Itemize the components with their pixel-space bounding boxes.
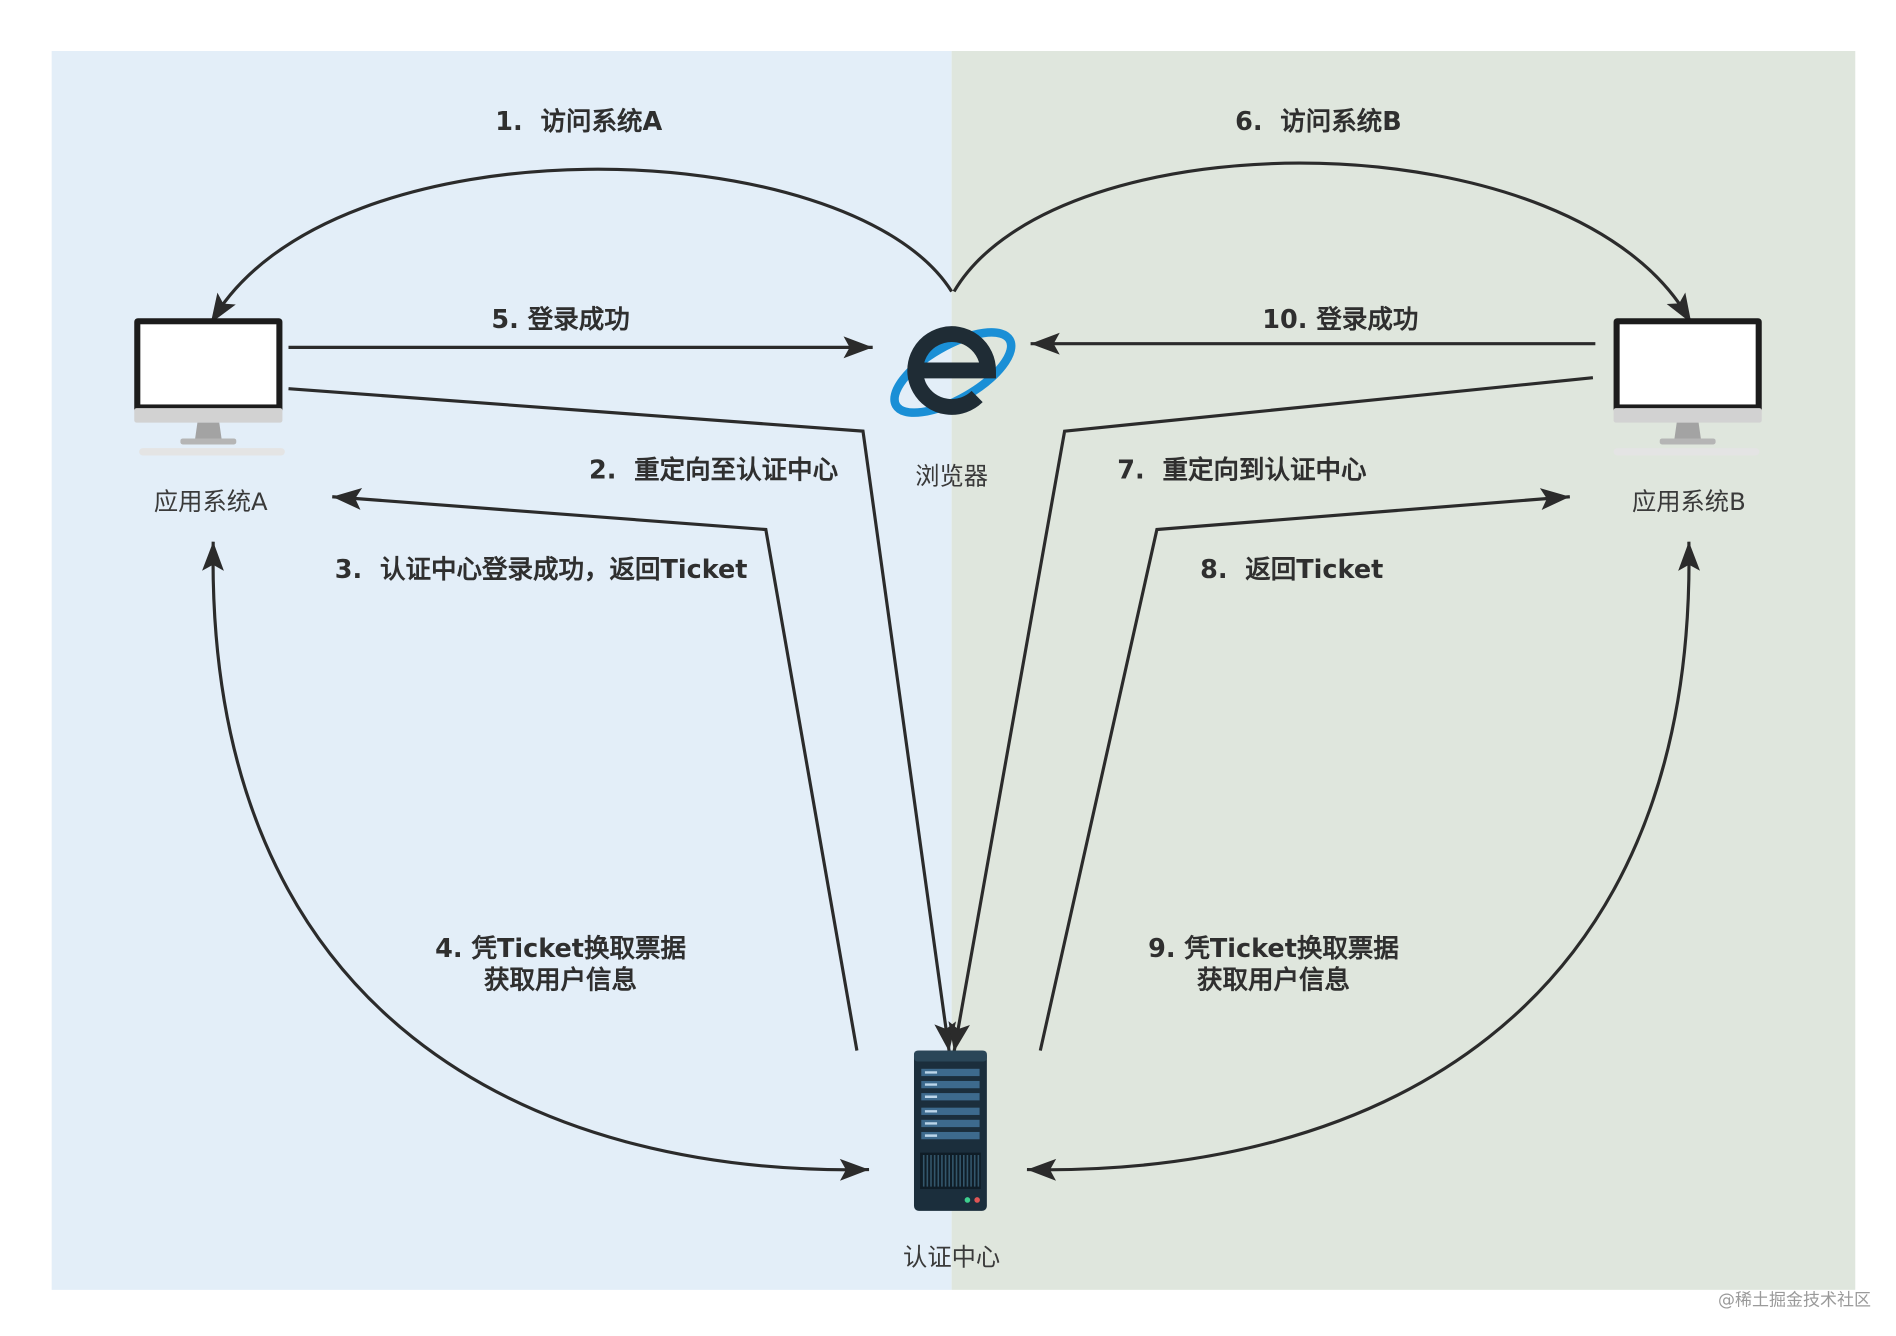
monitor-screen [140, 324, 277, 405]
server-grille [922, 1155, 980, 1187]
step-label-2: 2. 重定向至认证中心 [589, 456, 839, 486]
step-label-7: 7. 重定向到认证中心 [1117, 456, 1367, 486]
server-slot [921, 1080, 980, 1089]
monitor-chin [134, 408, 283, 423]
step-label-1: 1. 访问系统A [495, 107, 662, 137]
arrow-step6-visit-b [952, 161, 1693, 324]
monitor-base [180, 438, 237, 445]
arrow-step7-redirect-head-end [948, 1021, 970, 1052]
browser-icon-letter [907, 326, 997, 415]
server-status-light-green [964, 1197, 971, 1203]
arrows [202, 161, 1701, 1181]
arrow-step5-login-success-head-end [843, 336, 873, 359]
monitor-keyboard [1613, 448, 1760, 456]
server-slot [921, 1119, 980, 1128]
monitor-keyboard [139, 448, 285, 456]
panel-system-a-side [51, 51, 952, 1290]
node-label-app-a: 应用系统A [154, 487, 268, 516]
monitor-base [1659, 438, 1716, 445]
step-label-9-line1: 9. 凭Ticket换取票据 [1148, 934, 1399, 964]
monitor-icon [134, 318, 285, 456]
arrow-step8-return-ticket [1038, 495, 1570, 1051]
arrow-step3-return-ticket-head-end [332, 488, 363, 510]
server-slot [921, 1093, 980, 1101]
server-slot [921, 1068, 980, 1077]
monitor-neck [194, 422, 222, 440]
monitor-screen [1619, 324, 1756, 405]
server-slot-highlights [924, 1071, 938, 1137]
arrow-step10-login-success-head-end [1030, 332, 1060, 355]
server-icon [913, 1050, 987, 1211]
server-status-light-red [974, 1197, 980, 1203]
server-slot [921, 1131, 980, 1140]
monitor-neck [1674, 422, 1702, 440]
step-label-9-line2: 获取用户信息 [1197, 966, 1350, 996]
arrow-step9-exchange-ticket-head-end [1026, 1158, 1057, 1181]
monitor-icon [1613, 318, 1762, 456]
step-label-4-line1: 4. 凭Ticket换取票据 [435, 934, 686, 964]
arrow-step1-visit-a [209, 167, 953, 324]
arrow-step7-redirect [952, 376, 1594, 1053]
arrow-step1-visit-a-head-end [210, 292, 236, 324]
arrow-step2-redirect [288, 387, 951, 1053]
step-label-8: 8. 返回Ticket [1200, 555, 1383, 585]
arrow-step4-exchange-ticket-head-start [202, 541, 224, 571]
monitor-chin [1613, 408, 1762, 423]
step-label-10: 10. 登录成功 [1262, 305, 1418, 335]
node-label-auth-center: 认证中心 [903, 1243, 1000, 1272]
step-label-4-line2: 获取用户信息 [484, 966, 637, 996]
step-label-3: 3. 认证中心登录成功，返回Ticket [335, 555, 748, 585]
arrow-step6-visit-b-head-end [1666, 292, 1692, 324]
arrow-step4-exchange-ticket-head-end [839, 1158, 870, 1181]
server-slot [921, 1107, 980, 1115]
arrow-step3-return-ticket [332, 495, 859, 1051]
node-label-browser: 浏览器 [915, 462, 988, 491]
node-label-app-b: 应用系统B [1632, 487, 1746, 516]
panel-system-b-side [951, 51, 1856, 1290]
browser-icon [890, 326, 1016, 417]
step-label-5: 5. 登录成功 [491, 305, 629, 335]
step-label-6: 6. 访问系统B [1235, 107, 1402, 137]
server-top-cap [913, 1050, 987, 1062]
watermark: @稀土掘金技术社区 [1718, 1291, 1871, 1311]
arrow-step9-exchange-ticket [1026, 541, 1691, 1172]
arrow-step4-exchange-ticket [211, 541, 870, 1172]
arrow-step8-return-ticket-head-end [1539, 488, 1570, 510]
arrow-step9-exchange-ticket-head-start [1678, 541, 1701, 571]
